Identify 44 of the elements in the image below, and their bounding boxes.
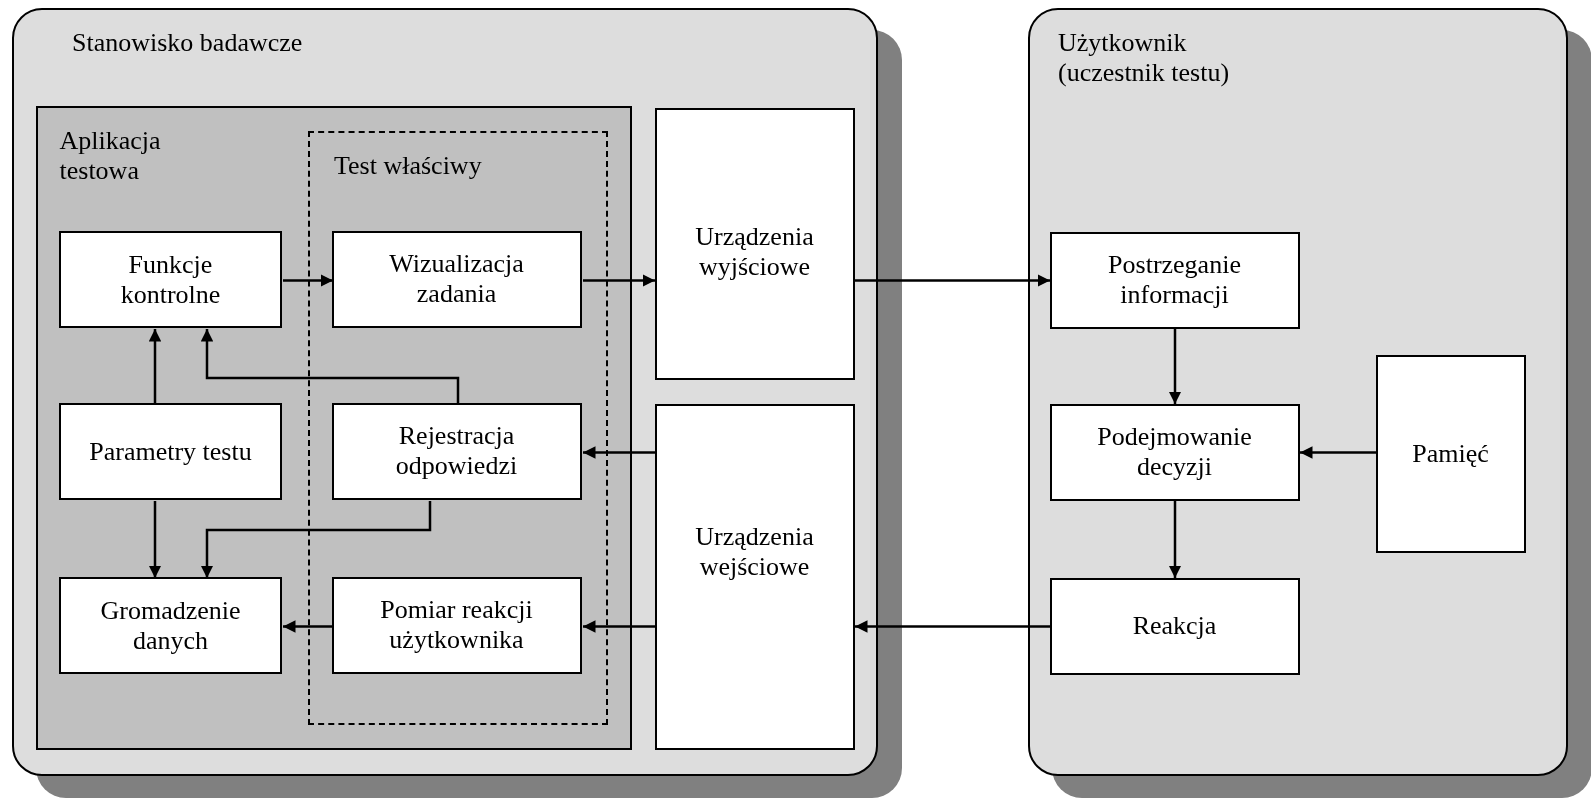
process-box: [654, 403, 855, 750]
dashed-frame: [308, 131, 608, 725]
box-label: Urządzenia wejściowe: [694, 521, 815, 582]
arrow: [200, 329, 460, 404]
process-box: [331, 402, 582, 500]
box-label: Wizualizacja zadania: [388, 249, 525, 309]
process-box: [331, 230, 582, 328]
application-panel: [35, 105, 632, 750]
process-box: [1049, 403, 1300, 501]
box-label: Urządzenia wyjściowe: [694, 221, 815, 282]
process-box: [654, 107, 855, 380]
box-label: Funkcje kontrolne: [119, 249, 222, 310]
arrow: [855, 274, 1050, 287]
arrow: [283, 620, 333, 633]
arrow: [855, 620, 1050, 633]
arrow: [1168, 501, 1182, 578]
process-box: [1049, 577, 1300, 675]
arrow: [148, 501, 162, 578]
process-box: [1375, 354, 1526, 553]
process-box: [59, 403, 282, 500]
panel-title: Użytkownik (uczestnik testu): [1058, 28, 1231, 88]
box-label: Podejmowanie decyzji: [1096, 422, 1253, 482]
box-label: Pamięć: [1412, 438, 1489, 469]
arrow: [200, 501, 432, 578]
process-box: [59, 231, 282, 328]
box-label: Reakcja: [1132, 611, 1217, 641]
process-box: [59, 577, 282, 674]
panel-title: Stanowisko badawcze: [72, 28, 304, 58]
panel-title: Test właściwy: [334, 151, 483, 181]
arrow: [283, 274, 333, 287]
arrow: [583, 274, 655, 287]
box-label: Parametry testu: [89, 436, 252, 467]
arrow: [1300, 446, 1376, 459]
box-label: Gromadzenie danych: [99, 595, 242, 656]
process-box: [1049, 231, 1300, 329]
arrow: [583, 446, 655, 459]
arrow: [583, 620, 655, 633]
box-label: Pomiar reakcji użytkownika: [379, 595, 534, 655]
process-box: [331, 576, 582, 674]
arrow: [1168, 329, 1182, 404]
panel-title: Aplikacja testowa: [59, 125, 162, 186]
arrow: [148, 329, 162, 404]
box-label: Postrzeganie informacji: [1107, 250, 1242, 310]
box-label: Rejestracja odpowiedzi: [394, 421, 519, 481]
